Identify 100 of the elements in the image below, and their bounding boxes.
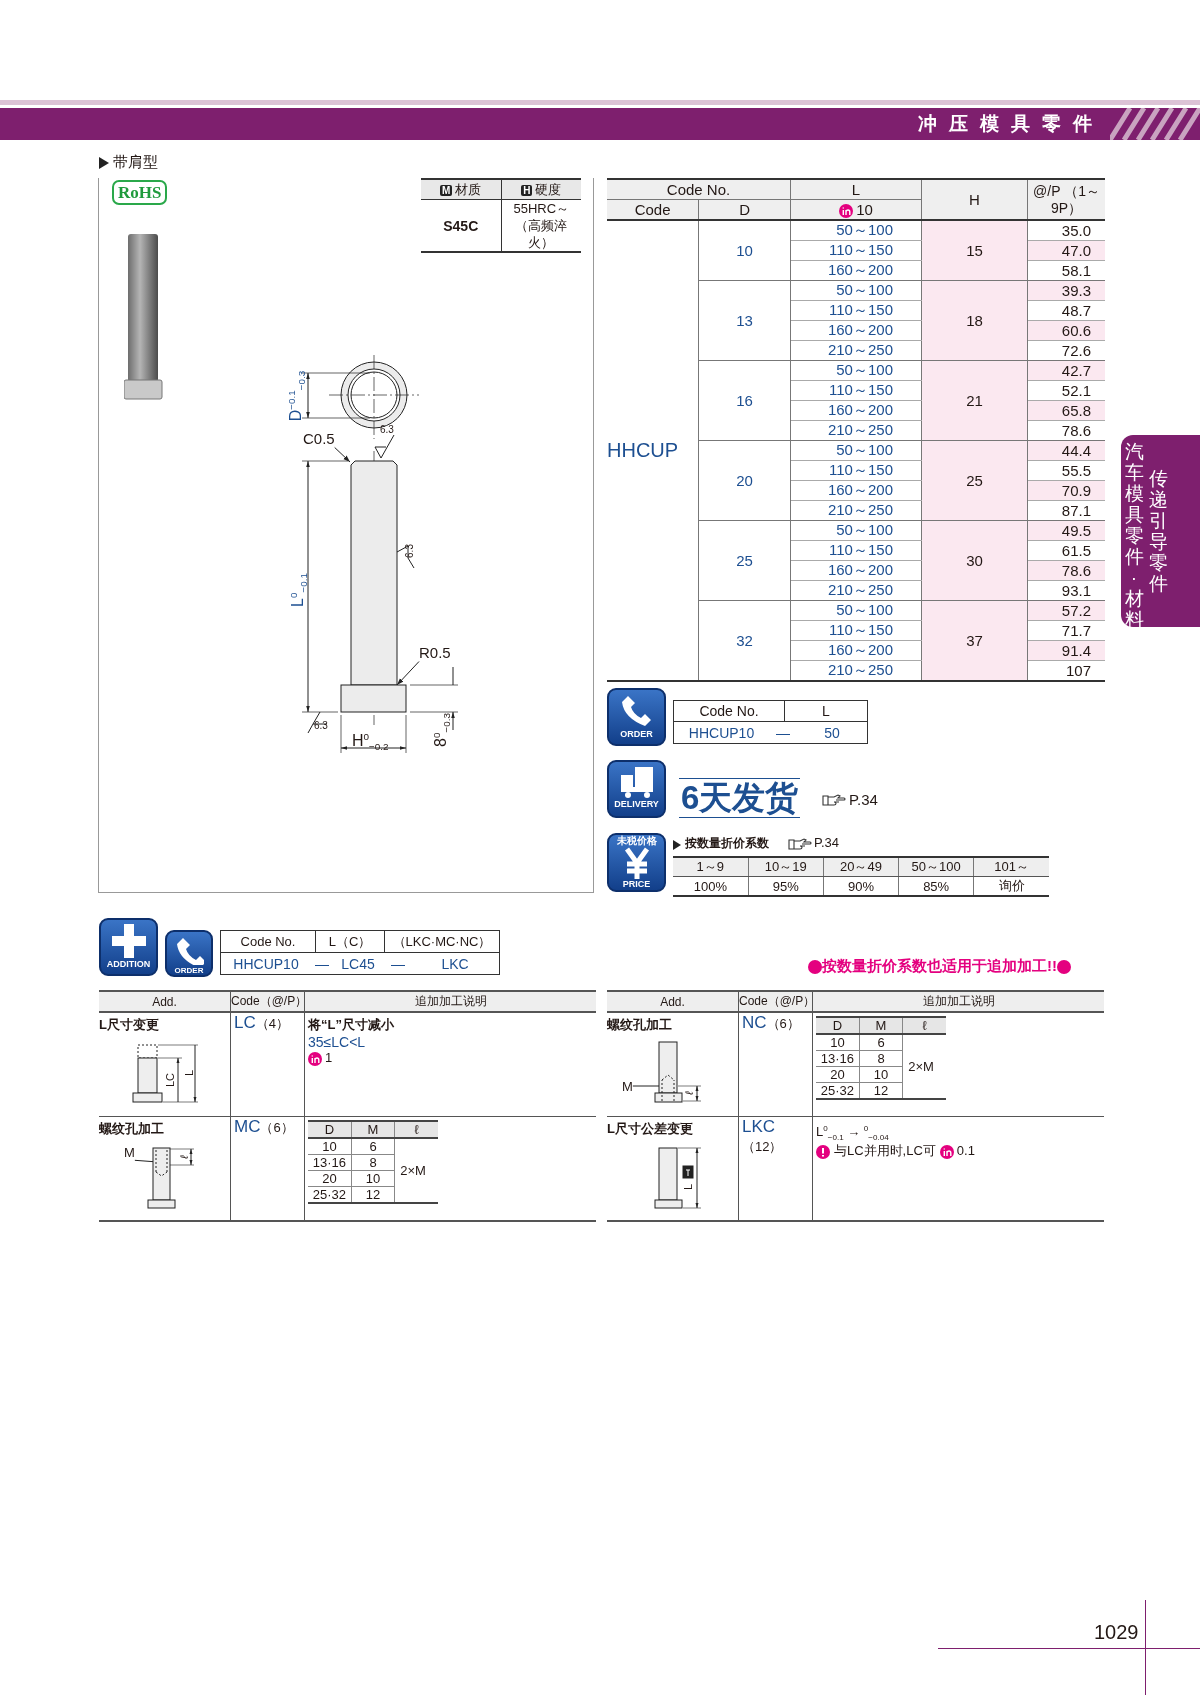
data-cell: 25 bbox=[698, 520, 791, 601]
code-text: LKC bbox=[440, 955, 470, 972]
data-cell: 25·32 bbox=[816, 1082, 860, 1099]
header-text: 冲压模具零件 bbox=[918, 112, 1104, 136]
page-ref: P.34 bbox=[814, 835, 840, 851]
header-cell: H bbox=[921, 179, 1028, 220]
callout-text: M bbox=[124, 1146, 135, 1161]
data-cell: 110～150 bbox=[790, 380, 922, 401]
data-cell: 25 bbox=[921, 440, 1028, 521]
data-cell: 10 bbox=[816, 1034, 860, 1051]
value-text: 0.1 bbox=[956, 1143, 975, 1158]
code-text: HHCUP10 bbox=[687, 724, 756, 741]
data-cell: 107 bbox=[1027, 660, 1105, 681]
roughness-text: 6.3 bbox=[380, 424, 394, 435]
header-cell: Code（@/P） bbox=[230, 991, 305, 1012]
header-text: 硬度 bbox=[535, 181, 562, 197]
data-cell: 160～200 bbox=[790, 560, 922, 581]
price-text: （12） bbox=[742, 1139, 783, 1154]
code-text: HHCUP10 bbox=[232, 955, 300, 972]
tab-text: 汽车模具零件·材料 bbox=[1124, 441, 1144, 630]
header-cell: 50～100 bbox=[898, 857, 974, 877]
page-ref: P.34 bbox=[849, 791, 878, 808]
tab-text: 传递引导零件 bbox=[1148, 468, 1168, 594]
badge-text: ADDITION bbox=[105, 959, 152, 970]
letter-badge: H bbox=[521, 184, 533, 196]
header-cell: Add. bbox=[607, 991, 739, 1012]
code-text: 50 bbox=[823, 724, 841, 741]
data-cell: 10 bbox=[308, 1138, 352, 1155]
data-cell: 37 bbox=[921, 600, 1028, 681]
data-cell: 询价 bbox=[973, 876, 1049, 896]
data-cell: 71.7 bbox=[1027, 620, 1105, 641]
data-cell: 50～100 bbox=[790, 360, 922, 381]
badge-text: 未税价格 bbox=[615, 835, 658, 847]
badge-text: PRICE bbox=[621, 879, 652, 890]
header-cell: Code No. bbox=[607, 179, 791, 200]
data-cell: 10 bbox=[859, 1066, 903, 1083]
data-cell: 110～150 bbox=[790, 460, 922, 481]
header-cell: L bbox=[790, 179, 922, 200]
data-cell: 12 bbox=[859, 1082, 903, 1099]
header-cell: 10～19 bbox=[748, 857, 824, 877]
header-cell: Code No. bbox=[673, 700, 785, 722]
data-cell: 8 bbox=[351, 1154, 395, 1171]
rohs-mark: RoHS bbox=[112, 180, 168, 205]
header-cell: Code bbox=[607, 199, 699, 220]
header-cell: D bbox=[308, 1121, 352, 1138]
data-cell: 110～150 bbox=[790, 240, 922, 261]
note-text: 与LC并用时,LC可 bbox=[834, 1143, 936, 1158]
data-cell: 10 bbox=[698, 220, 791, 281]
code-text: — bbox=[314, 955, 330, 972]
header-cell: L（C） bbox=[315, 930, 385, 953]
data-cell: 15 bbox=[921, 220, 1028, 281]
data-cell: 110～150 bbox=[790, 300, 922, 321]
callout-text: M bbox=[622, 1080, 633, 1095]
value-text: 1 bbox=[325, 1050, 333, 1065]
leader-line bbox=[334, 447, 351, 463]
callout-text: C0.5 bbox=[303, 431, 335, 448]
section-title: 带肩型 bbox=[113, 152, 158, 172]
data-cell: 210～250 bbox=[790, 660, 922, 681]
price-text: （4） bbox=[255, 1016, 289, 1031]
data-cell: 50～100 bbox=[790, 220, 922, 241]
header-cell: 追加加工说明 bbox=[812, 991, 1104, 1012]
range-text: 35≤LC<L bbox=[308, 1034, 367, 1050]
badge-text: ORDER bbox=[619, 729, 654, 740]
data-cell: 6 bbox=[859, 1034, 903, 1051]
data-cell: 160～200 bbox=[790, 480, 922, 501]
data-cell: 210～250 bbox=[790, 340, 922, 361]
data-cell: 78.6 bbox=[1027, 420, 1105, 441]
data-cell: 2×M bbox=[902, 1034, 946, 1099]
dimension-text: LC bbox=[163, 1072, 177, 1088]
data-cell: 20 bbox=[308, 1170, 352, 1187]
delivery-text: 6天发货 bbox=[679, 778, 801, 818]
code-text: NC bbox=[742, 1013, 767, 1032]
data-cell: 58.1 bbox=[1027, 260, 1105, 281]
data-cell: 20 bbox=[816, 1066, 860, 1083]
data-cell: 13·16 bbox=[816, 1050, 860, 1067]
data-cell: 160～200 bbox=[790, 400, 922, 421]
data-cell: 30 bbox=[921, 520, 1028, 601]
header-cell: M bbox=[859, 1017, 903, 1034]
data-cell: 72.6 bbox=[1027, 340, 1105, 361]
code-text: — bbox=[390, 955, 406, 972]
header-cell: M bbox=[351, 1121, 395, 1138]
dimension-text: L bbox=[681, 1183, 695, 1191]
roughness-text: 6.3 bbox=[314, 720, 328, 731]
header-cell: 追加加工说明 bbox=[304, 991, 596, 1012]
data-cell: 35.0 bbox=[1027, 220, 1105, 241]
data-cell: 25·32 bbox=[308, 1186, 352, 1203]
data-cell: 16 bbox=[698, 360, 791, 441]
data-cell: 95% bbox=[748, 876, 824, 896]
page-number: 1029 bbox=[1094, 1620, 1139, 1644]
data-cell: 210～250 bbox=[790, 580, 922, 601]
header-text: 10 bbox=[856, 201, 873, 218]
data-cell: 50～100 bbox=[790, 440, 922, 461]
code-text: — bbox=[775, 724, 791, 741]
callout-text: R0.5 bbox=[419, 645, 451, 662]
data-cell: 50～100 bbox=[790, 520, 922, 541]
discount-title: 按数量折价系数 bbox=[685, 835, 769, 851]
data-cell: 160～200 bbox=[790, 640, 922, 661]
description-text: 将“L”尺寸减小 bbox=[308, 1016, 395, 1034]
code-text: LKC bbox=[742, 1117, 776, 1136]
badge-text: DELIVERY bbox=[613, 799, 660, 810]
